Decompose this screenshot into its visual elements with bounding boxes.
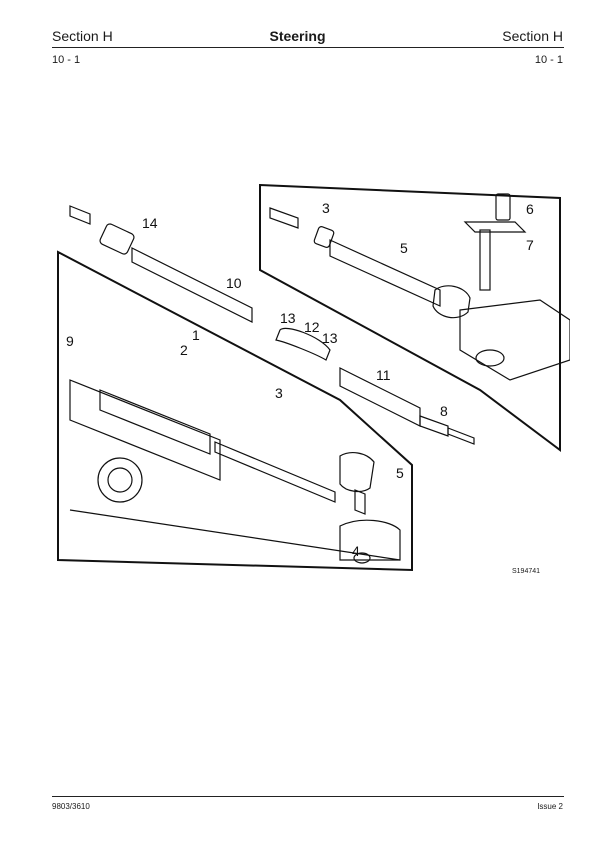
page-title: Steering — [269, 28, 326, 44]
section-label-left: Section H — [52, 28, 113, 44]
callout-label: 14 — [142, 215, 158, 231]
header-rule — [52, 47, 564, 48]
callout-label: 9 — [66, 333, 74, 349]
figure-reference: S194741 — [512, 568, 541, 575]
callout-labels: 1 2 3 4 5 6 7 8 9 10 11 12 13 14 3 5 13 — [66, 200, 534, 559]
callout-label: 7 — [526, 237, 534, 253]
axle-assembly — [69, 379, 401, 564]
callout-label: 5 — [400, 240, 408, 256]
inset-frame — [259, 183, 561, 452]
callout-label: 5 — [396, 465, 404, 481]
callout-label: 6 — [526, 201, 534, 217]
section-label-right: Section H — [502, 28, 563, 44]
page-number-left: 10 - 1 — [52, 54, 81, 66]
callout-label: 3 — [275, 385, 283, 401]
footer-rule — [52, 796, 564, 797]
callout-label: 3 — [322, 200, 330, 216]
page-number-right: 10 - 1 — [534, 54, 563, 66]
steering-tube — [69, 205, 475, 445]
main-frame — [57, 250, 413, 572]
callout-label: 11 — [376, 367, 391, 383]
callout-label: 8 — [440, 403, 448, 419]
callout-label: 12 — [304, 319, 320, 335]
callout-label: 1 — [192, 327, 200, 343]
issue-label: Issue 2 — [537, 802, 563, 811]
inset-parts — [269, 193, 570, 381]
steering-exploded-diagram: 1 2 3 4 5 6 7 8 9 10 11 12 13 14 3 5 13 — [57, 183, 570, 572]
document-number: 9803/3610 — [52, 802, 90, 811]
callout-label: 4 — [352, 543, 360, 559]
callout-label: 13 — [322, 330, 338, 346]
callout-label: 2 — [180, 342, 188, 358]
callout-label: 10 — [226, 275, 242, 291]
callout-label: 13 — [280, 310, 296, 326]
